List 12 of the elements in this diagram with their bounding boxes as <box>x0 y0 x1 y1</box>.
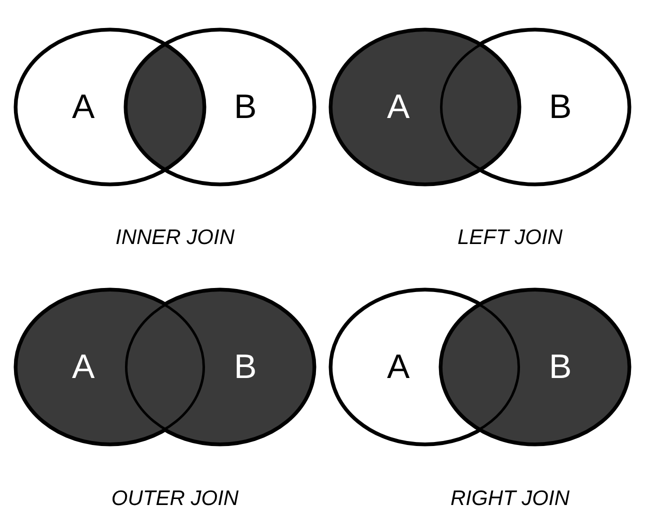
set-label: B <box>234 350 257 384</box>
join-caption: RIGHT JOIN <box>450 487 570 511</box>
set-label: B <box>549 350 572 384</box>
join-caption: OUTER JOIN <box>111 487 239 511</box>
set-label: A <box>387 350 410 384</box>
set-label: A <box>72 350 95 384</box>
set-label: B <box>234 90 257 124</box>
set-label: A <box>387 90 410 124</box>
join-caption: LEFT JOIN <box>458 226 562 250</box>
set-label: B <box>549 90 572 124</box>
join-caption: INNER JOIN <box>116 226 234 250</box>
set-label: A <box>72 90 95 124</box>
